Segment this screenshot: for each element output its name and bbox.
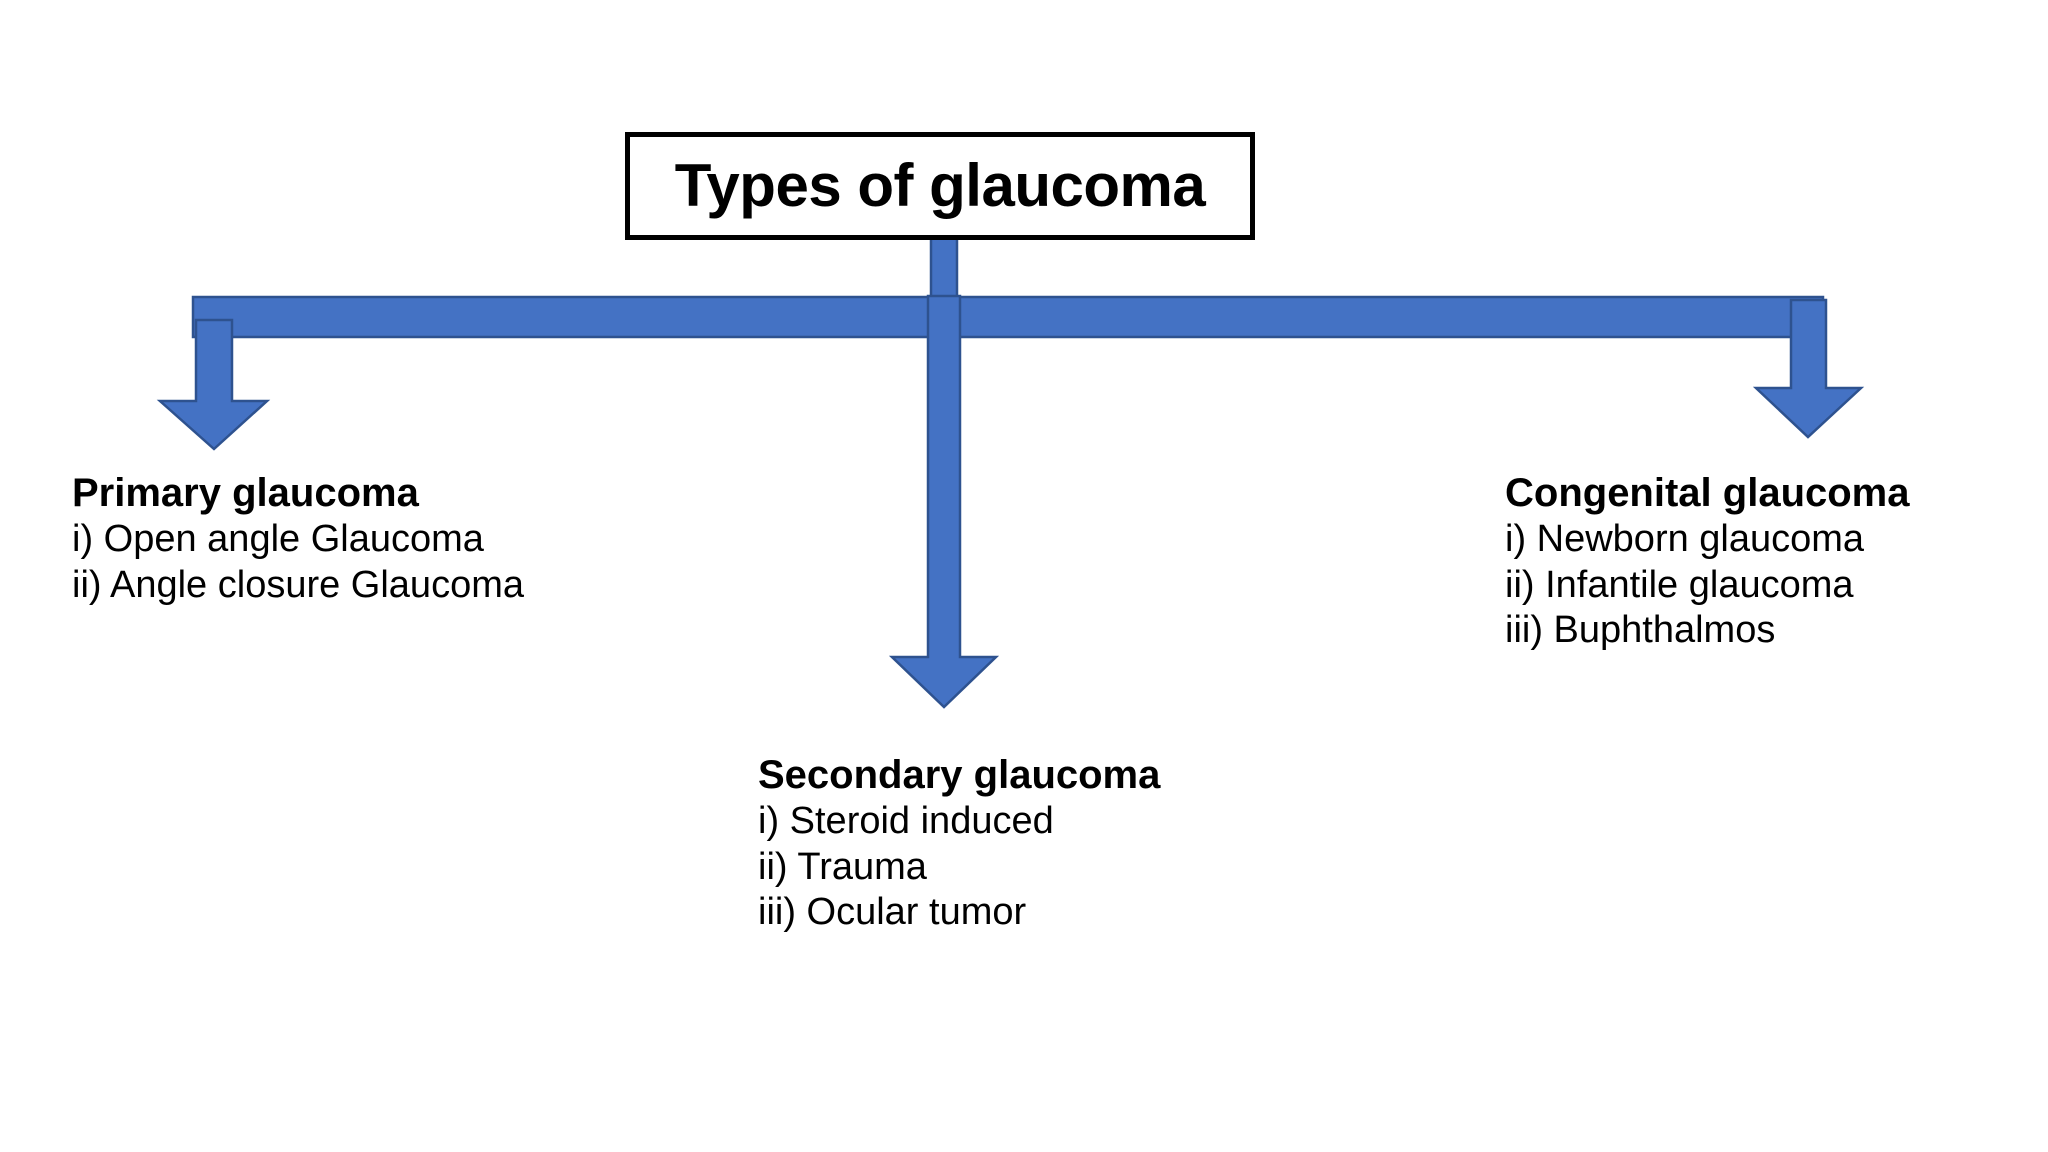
list-item: i) Steroid induced <box>758 800 1054 843</box>
branch-secondary: Secondary glaucoma i) Steroid induced ii… <box>758 752 1160 936</box>
horizontal-distribution-bar <box>191 295 1825 339</box>
root-title-box: Types of glaucoma <box>625 132 1255 240</box>
list-item: ii) Trauma <box>758 845 927 888</box>
down-arrow-center-icon <box>888 294 1000 709</box>
branch-congenital-list: i) Newborn glaucoma ii) Infantile glauco… <box>1505 517 1910 654</box>
list-item: i) Open angle Glaucoma <box>72 518 484 561</box>
root-connector-stub <box>929 234 959 302</box>
list-item: ii) Infantile glaucoma <box>1505 563 1854 606</box>
branch-primary: Primary glaucoma i) Open angle Glaucoma … <box>72 470 524 608</box>
page-title: Types of glaucoma <box>674 152 1206 219</box>
branch-congenital-title: Congenital glaucoma <box>1505 471 1910 515</box>
branch-primary-list: i) Open angle Glaucoma ii) Angle closure… <box>72 517 524 608</box>
list-item: iii) Buphthalmos <box>1505 609 1776 652</box>
down-arrow-right-icon <box>1752 298 1865 439</box>
branch-secondary-title: Secondary glaucoma <box>758 753 1161 797</box>
list-item: iii) Ocular tumor <box>758 891 1027 934</box>
branch-secondary-list: i) Steroid induced ii) Trauma iii) Ocula… <box>758 799 1160 936</box>
branch-primary-title: Primary glaucoma <box>72 471 419 515</box>
down-arrow-left-icon <box>156 318 271 451</box>
branch-congenital: Congenital glaucoma i) Newborn glaucoma … <box>1505 470 1910 654</box>
list-item: ii) Angle closure Glaucoma <box>72 563 524 606</box>
list-item: i) Newborn glaucoma <box>1505 518 1865 561</box>
